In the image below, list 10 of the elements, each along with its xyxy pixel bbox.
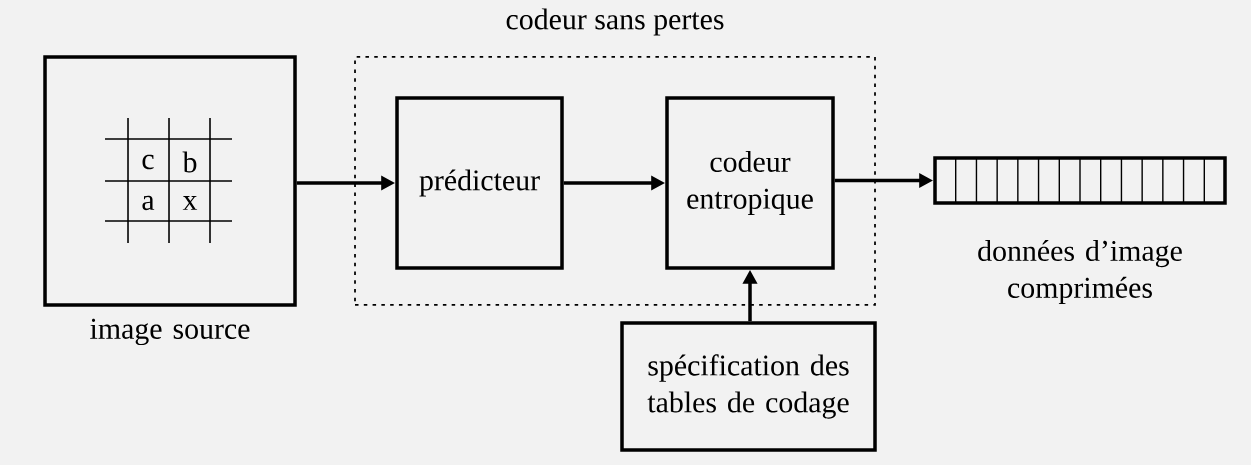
grid-letter: c [142,154,154,170]
grid-letter: a [142,195,155,211]
grid-letter: b [182,151,197,173]
process-box: codeur entropique [665,96,835,270]
process-box: prédicteur [395,96,564,270]
node-label: données d’image comprimées [978,239,1182,304]
grid-letter: x [182,196,198,210]
node-label: image source [90,318,250,346]
group-heading: codeur sans pertes [506,8,724,36]
process-box: spécification des tables de codage [620,321,877,452]
